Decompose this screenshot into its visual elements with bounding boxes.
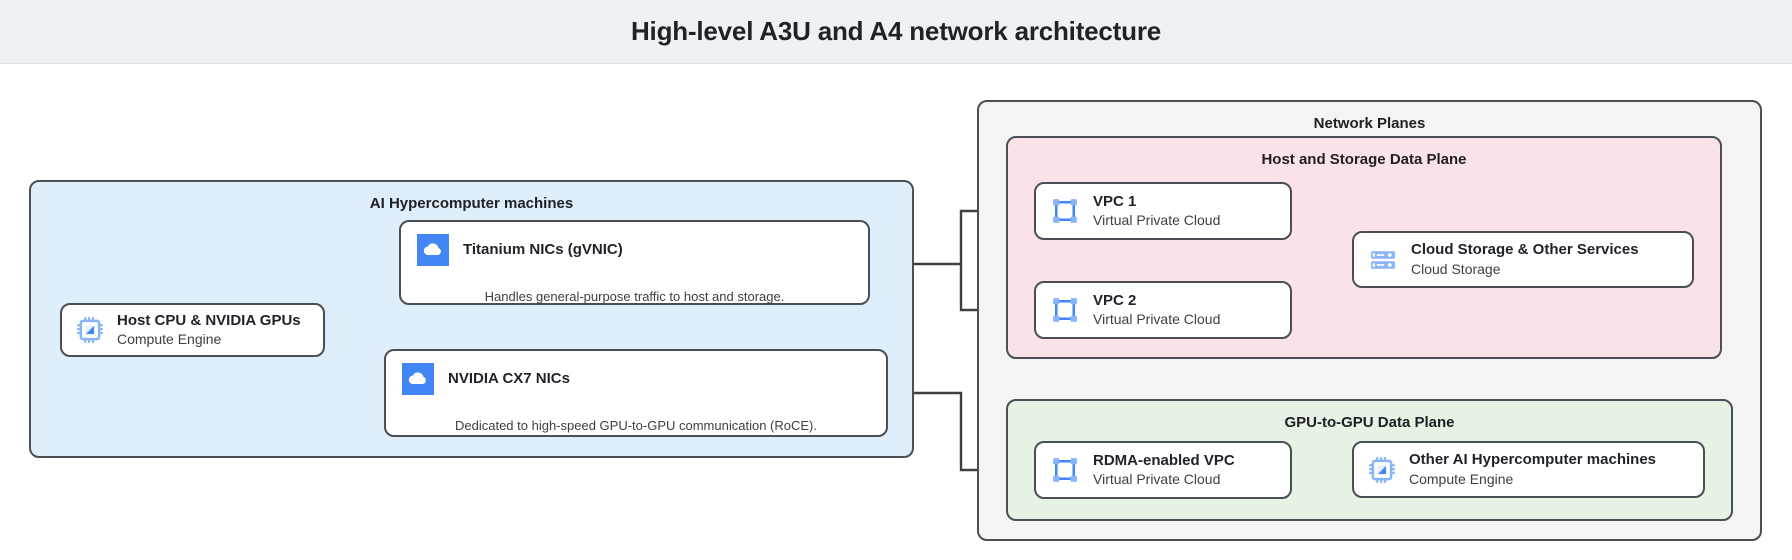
node-cloud-storage[interactable]: Cloud Storage & Other Services Cloud Sto…	[1352, 231, 1694, 288]
node-header: NVIDIA CX7 NICs	[386, 351, 886, 405]
node-labels: Cloud Storage & Other Services Cloud Sto…	[1411, 241, 1639, 278]
node-subtitle: Virtual Private Cloud	[1093, 311, 1221, 328]
group-title-host-storage-plane: Host and Storage Data Plane	[1261, 151, 1467, 168]
node-other-ai-hypercomputer-machines[interactable]: Other AI Hypercomputer machines Compute …	[1352, 441, 1705, 498]
node-subtitle: Virtual Private Cloud	[1093, 212, 1221, 229]
page-header: High-level A3U and A4 network architectu…	[0, 0, 1792, 64]
cloud-icon	[417, 234, 449, 266]
node-titanium-nics[interactable]: Titanium NICs (gVNIC) Handles general-pu…	[399, 220, 870, 305]
node-description: Handles general-purpose traffic to host …	[484, 289, 785, 304]
node-description: Dedicated to high-speed GPU-to-GPU commu…	[455, 418, 817, 433]
node-subtitle: Virtual Private Cloud	[1093, 471, 1221, 488]
vpc-icon	[1050, 196, 1080, 226]
node-title: VPC 1	[1093, 192, 1137, 210]
group-title-gpu-plane: GPU-to-GPU Data Plane	[1284, 414, 1455, 431]
node-title: Host CPU & NVIDIA GPUs	[117, 311, 301, 329]
group-title-network-planes: Network Planes	[1313, 115, 1426, 132]
node-vpc-2[interactable]: VPC 2 Virtual Private Cloud	[1034, 281, 1292, 339]
cpu-chip-icon	[1368, 456, 1396, 484]
cpu-chip-icon	[76, 316, 104, 344]
page-title: High-level A3U and A4 network architectu…	[630, 16, 1162, 46]
node-labels: Other AI Hypercomputer machines Compute …	[1409, 451, 1656, 488]
node-labels: RDMA-enabled VPC Virtual Private Cloud	[1093, 452, 1235, 489]
cloud-storage-icon	[1368, 245, 1398, 275]
node-title: Cloud Storage & Other Services	[1411, 241, 1639, 259]
node-title: VPC 2	[1093, 291, 1137, 309]
node-subtitle: Compute Engine	[1409, 470, 1514, 487]
node-labels: VPC 1 Virtual Private Cloud	[1093, 193, 1220, 230]
node-title: Titanium NICs (gVNIC)	[463, 240, 623, 258]
node-host-cpu-gpus[interactable]: Host CPU & NVIDIA GPUs Compute Engine	[60, 303, 325, 357]
node-subtitle: Cloud Storage	[1411, 260, 1501, 277]
group-title-machines: AI Hypercomputer machines	[369, 195, 574, 212]
node-header: Titanium NICs (gVNIC)	[401, 222, 868, 276]
node-subtitle: Compute Engine	[117, 331, 222, 348]
node-title: RDMA-enabled VPC	[1093, 451, 1235, 469]
vpc-icon	[1050, 455, 1080, 485]
node-labels: VPC 2 Virtual Private Cloud	[1093, 292, 1220, 329]
node-title: NVIDIA CX7 NICs	[448, 369, 570, 387]
node-vpc-1[interactable]: VPC 1 Virtual Private Cloud	[1034, 182, 1292, 240]
vpc-icon	[1050, 295, 1080, 325]
node-labels: Host CPU & NVIDIA GPUs Compute Engine	[117, 312, 301, 349]
node-rdma-enabled-vpc[interactable]: RDMA-enabled VPC Virtual Private Cloud	[1034, 441, 1292, 499]
node-title: Other AI Hypercomputer machines	[1409, 451, 1657, 469]
node-nvidia-cx7-nics[interactable]: NVIDIA CX7 NICs Dedicated to high-speed …	[384, 349, 888, 437]
cloud-icon	[402, 363, 434, 395]
